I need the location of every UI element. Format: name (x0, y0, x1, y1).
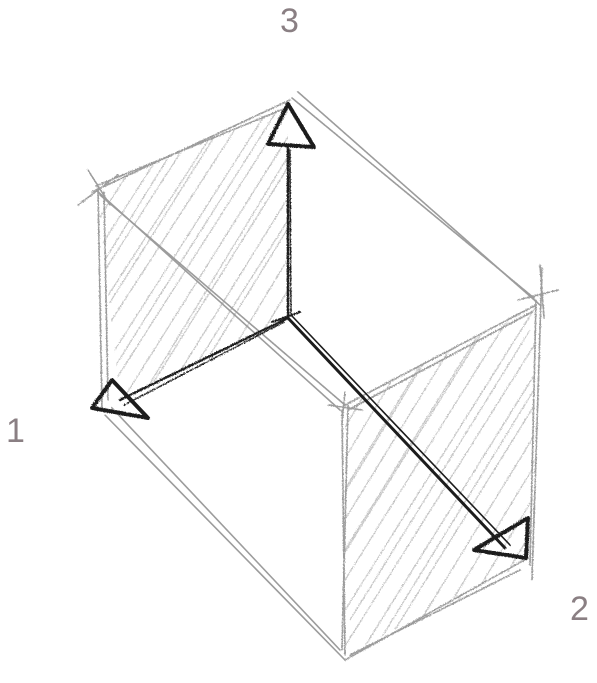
vertex-label-3: 3 (280, 4, 299, 38)
axis-arrows (120, 145, 510, 548)
hatch-lower-right (320, 300, 550, 670)
hexagon-outline (78, 92, 558, 660)
vertex-label-1: 1 (6, 414, 25, 448)
vertex-label-2: 2 (570, 592, 589, 626)
